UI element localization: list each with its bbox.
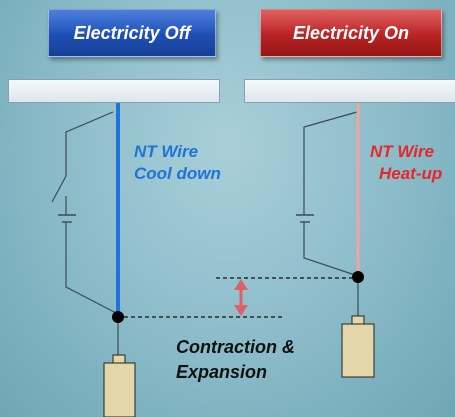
right-junction-dot — [352, 271, 364, 283]
expansion-arrow — [234, 279, 248, 316]
right-wire-label-line2: Heat-up — [379, 164, 443, 183]
right-weight-cap — [351, 315, 365, 325]
electricity-off-label: Electricity Off — [48, 9, 216, 57]
right-wire-label-line1: NT Wire — [370, 142, 435, 161]
electricity-off-text: Electricity Off — [73, 22, 191, 43]
right-weight — [341, 323, 375, 378]
left-weight-cap — [112, 354, 126, 364]
left-wire-label-line2: Cool down — [134, 164, 221, 183]
contraction-caption: Contraction & Expansion — [176, 335, 295, 385]
left-wire-label-line1: NT Wire — [134, 142, 199, 161]
right-wire-label: NT Wire Heat-up — [370, 141, 442, 185]
left-circuit-wire — [65, 111, 114, 176]
left-junction-dot — [112, 311, 124, 323]
left-switch — [51, 175, 67, 203]
right-circuit-wire-2 — [303, 222, 359, 277]
left-weight — [103, 362, 136, 417]
electricity-on-label: Electricity On — [260, 9, 442, 57]
left-wire-label: NT Wire Cool down — [134, 141, 221, 185]
left-circuit-wire-3 — [65, 222, 119, 315]
caption-line1: Contraction & — [176, 337, 295, 357]
caption-line2: Expansion — [176, 362, 268, 382]
right-circuit-wire — [303, 111, 358, 215]
right-ceiling-bar — [244, 79, 455, 103]
right-circuit — [296, 103, 375, 378]
electricity-on-text: Electricity On — [292, 22, 410, 43]
left-circuit — [51, 103, 136, 417]
left-ceiling-bar — [8, 79, 220, 103]
